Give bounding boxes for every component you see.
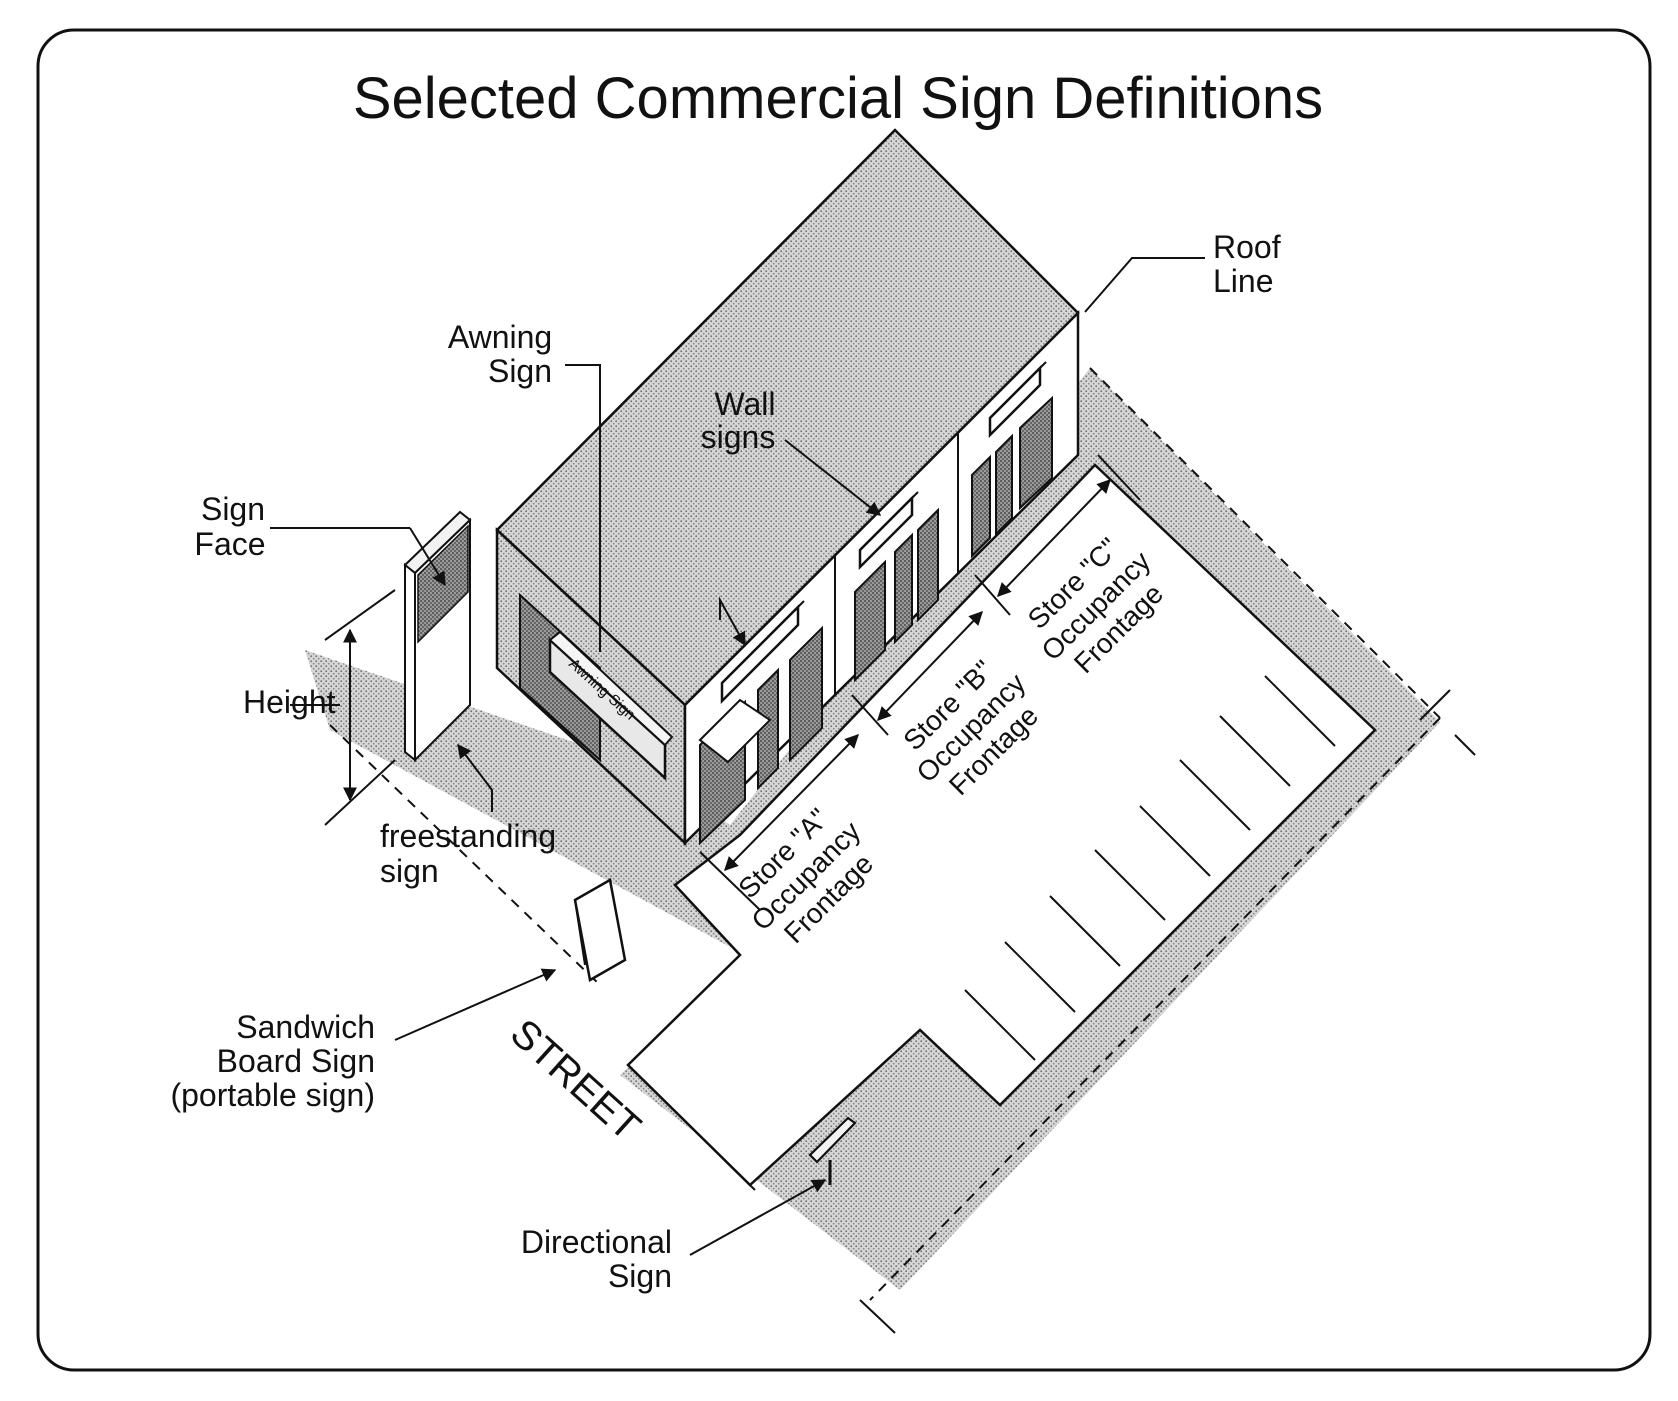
height-label: Height [243,684,336,720]
freestanding-label-2: sign [380,853,439,889]
wall-signs-label-2: signs [701,419,776,455]
sign-face-label-2: Face [194,526,265,562]
diagram-title: Selected Commercial Sign Definitions [353,66,1323,131]
directional-label-2: Sign [608,1258,672,1294]
awning-sign-label-1: Awning [448,319,552,355]
freestanding-label-1: freestanding [380,818,556,854]
awning-sign-label-2: Sign [488,353,552,389]
wall-signs-label-1: Wall [714,386,775,422]
sign-face-label-1: Sign [201,491,265,527]
sandwich-label-1: Sandwich [236,1009,375,1045]
directional-label-1: Directional [521,1224,672,1260]
roof-line-label-1: Roof [1213,229,1281,265]
roof-line-label-2: Line [1213,263,1274,299]
sandwich-label-3: (portable sign) [170,1077,375,1113]
sandwich-label-2: Board Sign [217,1043,375,1079]
